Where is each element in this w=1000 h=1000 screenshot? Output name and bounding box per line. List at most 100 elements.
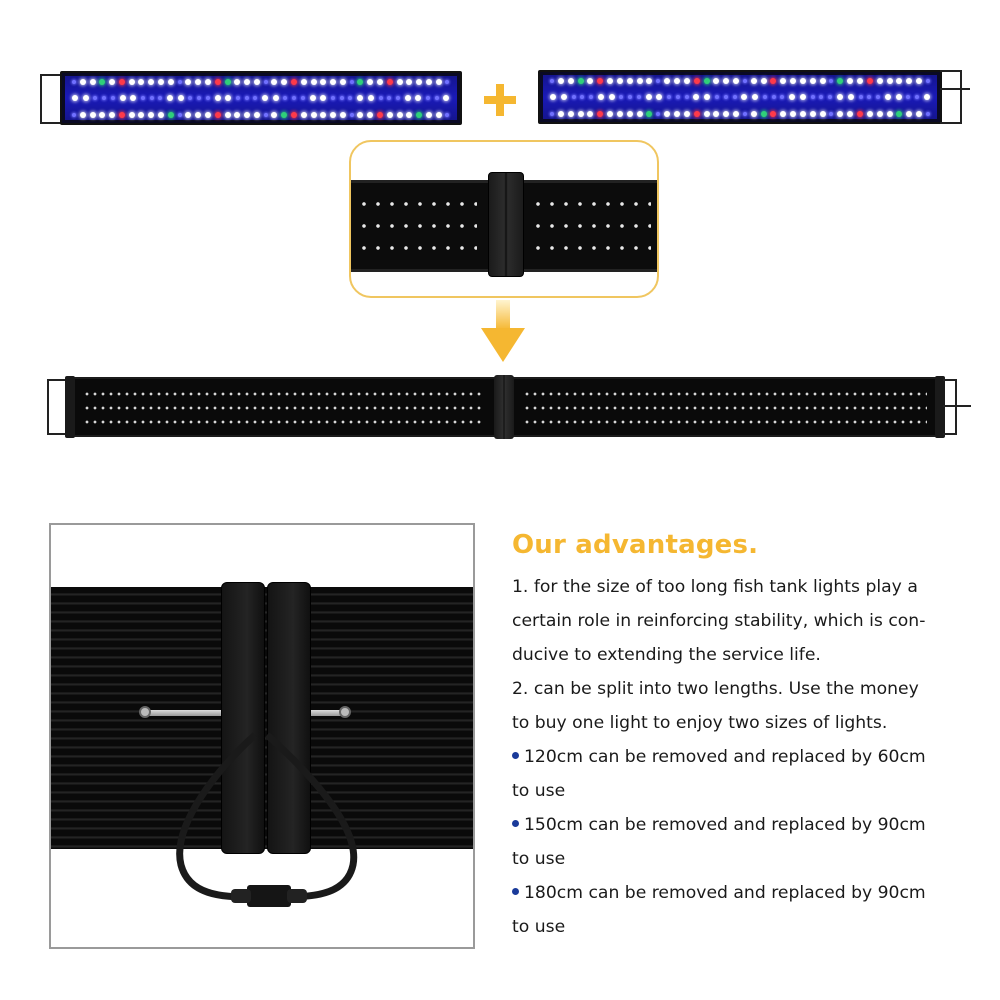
led-dot — [434, 96, 439, 100]
led-dot — [828, 95, 833, 99]
led-dot — [925, 78, 930, 83]
led-dot — [693, 77, 700, 84]
bullet-icon — [512, 887, 519, 895]
led-dot — [138, 111, 145, 118]
led-dot — [140, 96, 145, 100]
led-dot — [895, 94, 902, 100]
led-dot — [339, 111, 346, 118]
led-row — [68, 94, 454, 103]
led-dot — [128, 78, 135, 85]
led-dot — [752, 94, 759, 100]
led-row — [546, 109, 934, 118]
led-dot — [118, 78, 125, 85]
led-dot — [906, 95, 911, 99]
led-dot — [886, 77, 893, 84]
led-dot — [857, 77, 863, 84]
led-row — [531, 201, 651, 207]
support-rod — [143, 710, 223, 716]
led-row — [83, 405, 483, 411]
led-dot — [836, 94, 843, 100]
led-dot — [234, 111, 241, 118]
led-dot — [771, 95, 776, 99]
led-dot — [607, 77, 614, 84]
advantage-line: ducive to extending the service life. — [512, 638, 992, 672]
led-dot — [425, 78, 432, 85]
led-dot — [443, 95, 450, 101]
led-row — [357, 223, 477, 229]
led-dot — [253, 78, 260, 85]
led-dot — [138, 78, 145, 85]
led-dot — [656, 94, 663, 100]
led-dot — [799, 77, 806, 84]
led-dot — [664, 77, 671, 84]
connector-photo — [49, 523, 475, 949]
led-dot — [616, 110, 623, 117]
led-dot — [790, 110, 797, 117]
led-dot — [866, 110, 873, 117]
led-dot — [733, 77, 740, 84]
line-text: 120cm can be removed and replaced by 60c… — [524, 747, 926, 767]
led-dot — [587, 110, 594, 117]
led-dot — [597, 77, 604, 84]
led-dot — [886, 110, 893, 117]
led-dot — [435, 111, 442, 118]
led-dot — [310, 78, 317, 85]
led-dot — [244, 96, 249, 100]
led-dot — [571, 95, 576, 99]
advantage-line: to use — [512, 842, 992, 876]
line-text: 1. for the size of too long fish tank li… — [512, 577, 918, 597]
led-dot — [916, 110, 923, 117]
connector-joint — [488, 172, 524, 277]
led-dot — [167, 78, 174, 85]
led-dot — [673, 77, 680, 84]
led-dot — [847, 77, 854, 84]
led-dot — [214, 111, 221, 118]
led-dot — [404, 95, 411, 101]
led-dot — [876, 110, 883, 117]
arrow-down-icon — [481, 328, 525, 362]
led-dot — [320, 111, 327, 118]
led-dot — [876, 95, 881, 99]
led-dot — [214, 95, 221, 101]
end-cap — [65, 376, 75, 438]
led-dot — [837, 77, 844, 84]
led-dot — [197, 96, 202, 100]
led-dot — [557, 77, 564, 84]
led-dot — [636, 77, 643, 84]
led-dot — [386, 78, 393, 85]
led-dot — [395, 96, 400, 100]
left-bar-bracket — [40, 74, 64, 124]
led-dot — [884, 94, 891, 100]
advantages-title: Our advantages. — [512, 530, 759, 560]
led-dot — [837, 110, 844, 117]
led-dot — [915, 95, 920, 99]
screw-icon — [139, 706, 151, 718]
led-dot — [357, 78, 364, 85]
led-dot — [723, 110, 730, 117]
led-dot — [377, 78, 383, 85]
led-dot — [560, 94, 567, 100]
advantage-line: 180cm can be removed and replaced by 90c… — [512, 876, 992, 910]
led-dot — [416, 78, 423, 85]
led-dot — [646, 77, 653, 84]
led-dot — [387, 96, 392, 100]
led-light-bar-left — [60, 71, 462, 125]
led-dot — [847, 110, 854, 117]
led-dot — [357, 95, 364, 101]
led-dot — [445, 79, 450, 84]
led-dot — [742, 78, 747, 83]
led-dot — [799, 110, 806, 117]
led-row — [357, 201, 477, 207]
led-dot — [789, 94, 796, 100]
joint-closeup-callout — [349, 140, 659, 298]
led-dot — [235, 96, 240, 100]
advantages-list: 1. for the size of too long fish tank li… — [512, 570, 992, 944]
line-text: 2. can be split into two lengths. Use th… — [512, 679, 919, 699]
led-dot — [205, 96, 210, 100]
led-dot — [829, 111, 834, 116]
led-dot — [396, 111, 403, 118]
connector-joint — [494, 375, 514, 439]
led-dot — [99, 111, 106, 118]
led-dot — [810, 95, 815, 99]
led-dot — [330, 96, 335, 100]
